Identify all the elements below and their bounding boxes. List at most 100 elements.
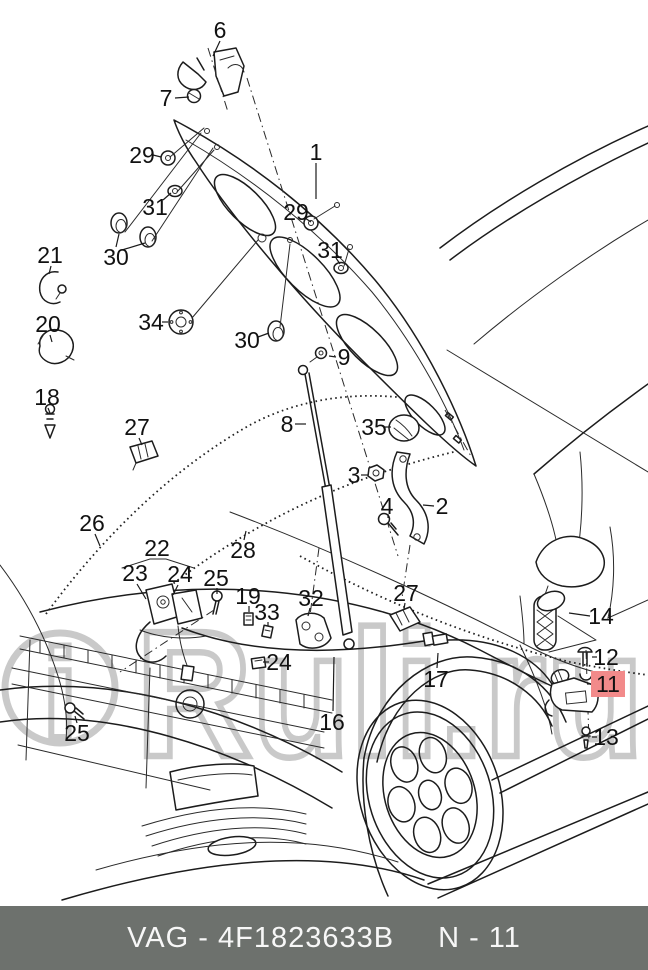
part-label-13[interactable]: 13 [592,724,619,750]
part-label-27[interactable]: 27 [124,414,150,446]
bolt-25b [64,702,85,720]
car-body-art [39,125,648,899]
part-label-18[interactable]: 18 [34,384,60,414]
part-number-text: 13 [593,724,619,750]
part-label-33[interactable]: 33 [254,599,280,626]
clip-33 [261,624,274,639]
grommet-31b [333,248,350,275]
part-number-text: 20 [35,311,61,337]
part-label-29[interactable]: 29 [283,199,312,225]
pin-12 [577,646,593,667]
leader-line [121,242,146,251]
leader-line [257,332,270,338]
washer-34 [168,239,259,335]
parts-diagram: i Ruli.ru [0,17,648,901]
leader-line [422,504,435,507]
part-label-19[interactable]: 19 [235,583,261,612]
part-label-6[interactable]: 6 [212,17,226,57]
part-label-9[interactable]: 9 [328,344,351,370]
bushing-30b [139,147,214,248]
leader-line [48,265,52,275]
front-wheel [356,699,504,891]
part-label-31[interactable]: 31 [317,237,343,265]
part-label-31[interactable]: 31 [142,192,172,220]
part-label-17[interactable]: 17 [423,652,449,692]
part-label-11[interactable]: 11 [587,671,625,697]
hood-panel [173,119,477,467]
gas-strut [297,364,355,650]
part-number-text: 1 [310,139,323,165]
part-number-text: 34 [138,309,164,335]
leader-line [94,533,101,547]
pin-13 [581,726,591,749]
part-label-24[interactable]: 24 [263,649,292,675]
bracket-32 [295,612,332,649]
part-label-3[interactable]: 3 [348,462,368,488]
front-end-art [0,564,425,901]
mirror [535,535,605,588]
grommet-31a [167,149,215,198]
leader-line [307,607,311,617]
part-label-8[interactable]: 8 [281,411,306,437]
part-label-30[interactable]: 30 [234,327,270,353]
bolt-4 [377,512,391,526]
part-number-text: 2 [436,493,449,519]
part-label-4[interactable]: 4 [381,493,394,519]
clip-21 [38,271,67,305]
part-number-text: 9 [338,344,351,370]
part-number-text: 30 [103,244,129,270]
part-label-7[interactable]: 7 [160,85,190,111]
part-label-26[interactable]: 26 [79,510,105,547]
part-label-21[interactable]: 21 [37,242,63,275]
rivet-18 [44,403,56,439]
part-label-25[interactable]: 25 [203,565,229,594]
part-code: VAG - 4F1823633B [127,921,395,954]
part-label-32[interactable]: 32 [298,585,324,617]
part-number-text: 12 [593,644,619,670]
part-number-text: 33 [254,599,280,625]
part-label-12[interactable]: 12 [592,644,619,670]
part-label-30[interactable]: 30 [103,233,146,270]
clip-24b [250,656,267,670]
part-label-22[interactable]: 22 [144,535,170,561]
part-label-20[interactable]: 20 [35,311,61,343]
watermark-logo-circle [1,629,119,747]
bolt-25a [119,590,223,673]
part-label-34[interactable]: 34 [138,309,168,335]
part-label-2[interactable]: 2 [422,493,449,519]
leader-line [332,656,335,712]
part-label-1[interactable]: 1 [310,139,323,199]
headlight [169,763,259,811]
part-number-text: 31 [317,237,343,263]
lock-11 [544,668,599,717]
leader-line [162,192,172,201]
leader-line [335,257,341,265]
leader-line [243,530,247,541]
part-label-24[interactable]: 24 [167,561,193,596]
part-number-text: 18 [34,384,60,410]
clamp-20 [37,328,75,365]
bushing-30c [267,243,291,342]
part-number-text: 7 [160,85,173,111]
part-label-28[interactable]: 28 [230,530,256,563]
part-label-23[interactable]: 23 [122,560,148,600]
part-label-29[interactable]: 29 [129,142,162,168]
part-number-text: 22 [144,535,170,561]
highlight-box [591,671,625,697]
part-label-14[interactable]: 14 [568,603,614,629]
part-number-text: 35 [361,414,387,440]
leader-line [212,40,221,57]
part-label-16[interactable]: 16 [319,656,345,735]
part-number-text: 25 [203,565,229,591]
leader-line [304,217,312,223]
part-number-text: 11 [596,671,620,697]
left-fastener-parts [37,127,350,471]
part-number-text: 31 [142,194,168,220]
part-label-25[interactable]: 25 [64,715,90,746]
part-number-text: 27 [124,414,150,440]
part-label-27[interactable]: 27 [393,580,419,610]
part-number-text: 14 [588,603,614,629]
part-label-35[interactable]: 35 [361,414,391,440]
part-number-text: 32 [298,585,324,611]
